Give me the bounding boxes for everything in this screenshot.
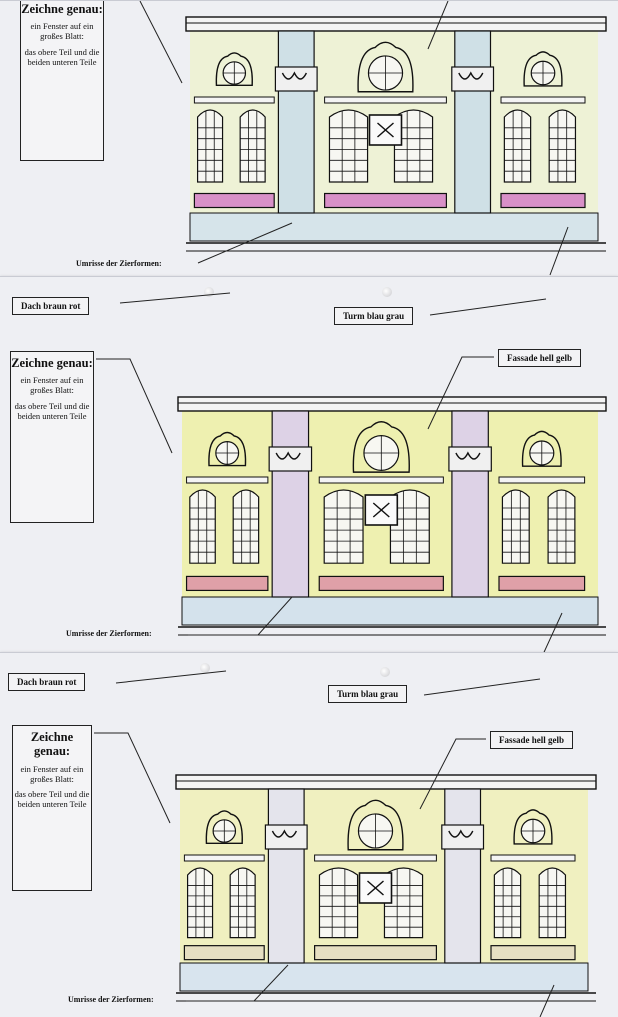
pushpin (200, 663, 210, 673)
window-lintel (500, 96, 586, 104)
tower-pilaster (277, 30, 315, 214)
clock-hands (367, 880, 384, 896)
window-crown (513, 809, 553, 845)
pointer-arrows (139, 1, 569, 276)
tower-pilaster (454, 30, 492, 214)
instruction-line-2: das obere Teil und die beiden unteren Te… (24, 46, 100, 67)
window-sill-panel (183, 945, 265, 961)
instruction-line-2: das obere Teil und die beiden unteren Te… (14, 789, 90, 810)
clock-hands (372, 502, 390, 518)
window-sill-panel (318, 575, 444, 592)
pointer-arrows (94, 670, 555, 1017)
worksheet-1: Zeichne genau: ein Fenster auf ein große… (0, 0, 618, 279)
window-sill-panel (185, 575, 269, 592)
tower-pilaster (444, 788, 482, 964)
tower-pilaster (451, 410, 489, 598)
capital (448, 446, 492, 472)
facade-label: Fassade hell gelb (490, 731, 574, 749)
window-crown (205, 810, 243, 844)
capital (268, 446, 313, 472)
clock-hands (377, 122, 394, 138)
capital-ornament (455, 451, 481, 460)
facade-drawing (185, 11, 607, 261)
window-lintel (324, 96, 447, 104)
facade-label: Fassade hell gelb (498, 349, 582, 367)
window-crown (208, 431, 247, 467)
window-sill-panel (500, 192, 586, 209)
capital-ornament (271, 829, 298, 838)
tower-pilaster (271, 410, 310, 598)
tower-pilaster (267, 788, 305, 964)
facade-drawing (175, 769, 597, 1011)
instruction-title: Zeichne genau: (11, 356, 93, 370)
roof-label: Dach braun rot (12, 297, 90, 315)
instruction-title: Zeichne genau: (21, 2, 103, 16)
pushpin (380, 667, 390, 677)
instruction-line-1: ein Fenster auf ein großes Blatt: (30, 21, 94, 42)
facade-drawing (177, 391, 607, 645)
plinth (181, 596, 599, 626)
capital (441, 824, 485, 850)
tower-label: Turm blau grau (328, 685, 408, 703)
capital-ornament (458, 71, 484, 80)
instruction-line-1: ein Fenster auf ein großes Blatt: (20, 763, 84, 784)
outline-label: Umrisse der Zierformen: (76, 259, 162, 268)
window-lintel (490, 854, 576, 862)
window-crown (523, 51, 563, 87)
worksheet-3: Dach braun rot Turm blau grau Fassade he… (0, 652, 618, 1017)
capital (451, 66, 495, 92)
window-lintel (318, 476, 444, 484)
window-crown (215, 52, 253, 86)
window-lintel (314, 854, 437, 862)
window-crown (357, 41, 414, 93)
window-sill-panel (314, 945, 438, 961)
capital-ornament (275, 451, 301, 460)
instruction-title: Zeichne genau: (30, 730, 74, 759)
capital (274, 66, 318, 92)
cornice (175, 774, 597, 790)
instruction-box: Zeichne genau: ein Fenster auf ein große… (20, 1, 104, 161)
capital (264, 824, 308, 850)
window-crown (347, 799, 404, 851)
cornice (185, 16, 607, 32)
window-sill-panel (490, 945, 576, 961)
window-sill-panel (498, 575, 586, 592)
facade-svg (185, 16, 607, 252)
instruction-line-2: das obere Teil und die beiden unteren Te… (14, 400, 90, 421)
window-lintel (498, 476, 586, 484)
window-lintel (183, 854, 265, 862)
plinth (179, 962, 589, 992)
outline-label: Umrisse der Zierformen: (68, 995, 154, 1004)
outline-label: Umrisse der Zierformen: (66, 629, 152, 638)
worksheet-2: Dach braun rot Turm blau grau Fassade he… (0, 276, 618, 669)
pushpin (204, 287, 214, 297)
pointer-arrows (96, 292, 563, 662)
cornice (177, 396, 607, 412)
pushpin (382, 287, 392, 297)
capital-ornament (448, 829, 474, 838)
facade-svg (175, 774, 597, 1002)
instruction-line-1: ein Fenster auf ein großes Blatt: (20, 375, 84, 396)
instruction-box: Zeichne genau: ein Fenster auf ein große… (10, 351, 94, 523)
window-lintel (186, 476, 269, 484)
facade-svg (177, 396, 607, 636)
capital-ornament (281, 71, 308, 80)
window-sill-panel (324, 192, 448, 209)
instruction-box: Zeichne genau: ein Fenster auf ein große… (12, 725, 92, 891)
window-lintel (193, 96, 275, 104)
window-sill-panel (193, 192, 275, 209)
tower-label: Turm blau grau (334, 307, 414, 325)
window-crown (352, 421, 410, 473)
window-crown (521, 430, 562, 467)
plinth (189, 212, 599, 242)
roof-label: Dach braun rot (8, 673, 86, 691)
